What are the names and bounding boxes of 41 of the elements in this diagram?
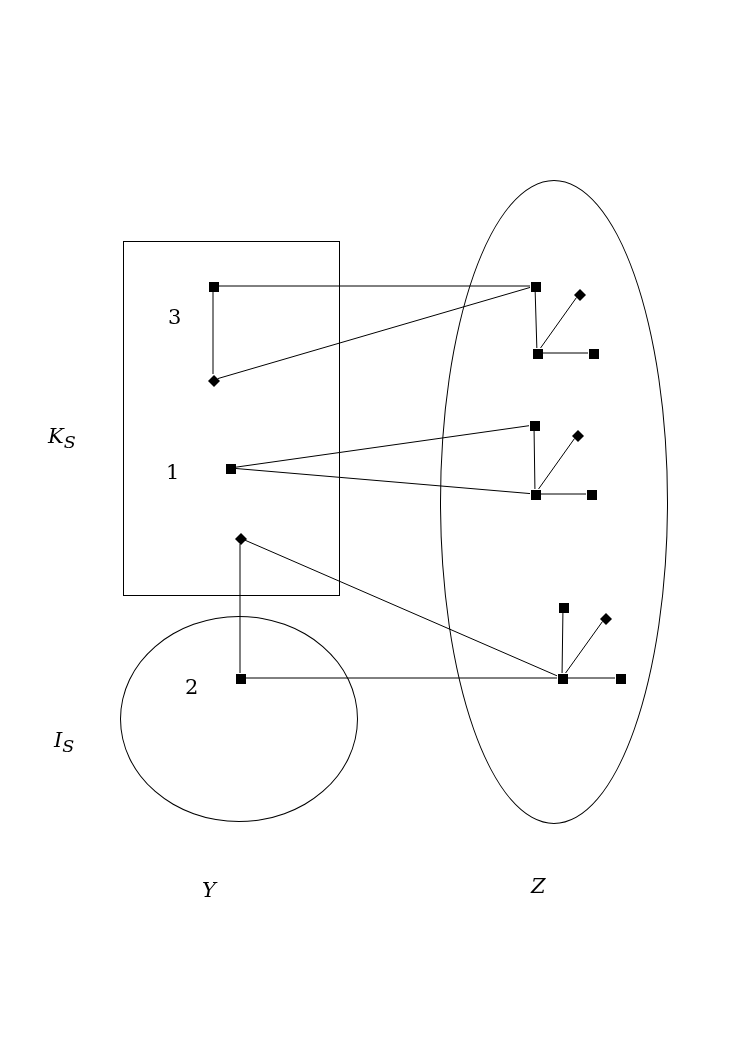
edge-line bbox=[217, 286, 531, 380]
set-label: Z bbox=[531, 876, 546, 897]
vertex-square bbox=[587, 490, 597, 500]
edge-line bbox=[540, 297, 577, 349]
edge-line bbox=[539, 493, 587, 495]
vertex-square bbox=[558, 674, 568, 684]
edge-line bbox=[566, 677, 616, 679]
vertex-square bbox=[616, 674, 626, 684]
vertex-square bbox=[209, 282, 219, 292]
edge-line bbox=[565, 621, 603, 674]
vertex-diamond bbox=[574, 289, 586, 301]
region-number: 3 bbox=[168, 307, 182, 328]
vertex-square bbox=[589, 349, 599, 359]
edge-line bbox=[243, 539, 558, 677]
edge-line bbox=[244, 677, 558, 679]
edge-line bbox=[239, 543, 241, 674]
edge-line bbox=[217, 285, 531, 287]
vertex-diamond bbox=[572, 430, 584, 442]
vertex-square bbox=[559, 603, 569, 613]
vertex-square bbox=[533, 349, 543, 359]
vertex-diamond bbox=[600, 613, 612, 625]
vertex-square bbox=[236, 674, 246, 684]
set-label: K$_{S}$ bbox=[48, 426, 76, 452]
vertex-diamond bbox=[235, 533, 247, 545]
edge-line bbox=[538, 438, 575, 490]
edge-line bbox=[561, 611, 564, 674]
vertex-square bbox=[531, 490, 541, 500]
region-number: 1 bbox=[166, 462, 180, 483]
edge-line bbox=[212, 290, 214, 375]
region-number: 2 bbox=[185, 677, 199, 698]
vertex-diamond bbox=[208, 375, 220, 387]
set-label: I$_{S}$ bbox=[54, 730, 75, 756]
vertex-square bbox=[226, 464, 236, 474]
edge-line bbox=[234, 425, 530, 468]
edge-line bbox=[234, 467, 531, 495]
column-label: Y bbox=[202, 880, 216, 901]
edge-line bbox=[534, 290, 538, 349]
edge-line bbox=[533, 429, 536, 490]
vertex-square bbox=[531, 282, 541, 292]
edge-line bbox=[541, 352, 589, 354]
vertex-square bbox=[530, 421, 540, 431]
